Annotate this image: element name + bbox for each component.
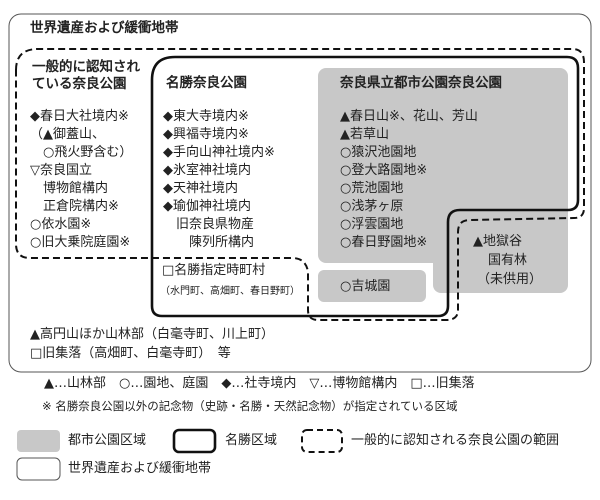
- list-item: ◆手向山神社境内※: [163, 145, 275, 160]
- yoshikien-label: ○吉城園: [340, 279, 391, 294]
- city-park-item-list: ▲春日山※、花山、芳山 ▲若草山 ○猿沢池園地 ○登大路園地※ ○荒池園地 ○浅茅ヶ原 ○浮…: [340, 108, 478, 252]
- legend-label-city-park: 都市公園区域: [68, 433, 147, 448]
- legend-label-world-heritage: 世界遺産および緩衝地帯: [68, 461, 212, 476]
- meisho-boundary: [150, 55, 580, 318]
- list-item: ◆氷室神社境内: [163, 163, 251, 178]
- list-item: ○浅茅ヶ原: [340, 199, 404, 214]
- list-item: ○荒池園地: [340, 181, 404, 196]
- list-item: ○浮雲園地: [340, 217, 404, 232]
- list-item: ○旧大乗院庭園※: [30, 235, 131, 250]
- left-heading-line-2: ている奈良公園: [32, 76, 127, 92]
- yoshikien-area: [318, 270, 426, 302]
- jigokudani-line-2: 国有林: [488, 253, 528, 268]
- legend-swatch-general: [301, 429, 343, 453]
- list-item: ◆天神社境内: [163, 181, 238, 196]
- general-nara-park-boundary: [15, 48, 585, 321]
- list-item: 旧奈良県物産: [163, 217, 255, 232]
- meisho-village: □名勝指定時町村: [162, 263, 266, 278]
- list-item: ○猿沢池園地: [340, 145, 417, 160]
- list-item: ○依水園※: [30, 217, 92, 232]
- legend-swatch-world-heritage: [16, 457, 61, 481]
- footnote: ※ 名勝奈良公園以外の記念物（史跡・名勝・天然記念物）が指定されている区域: [42, 399, 458, 413]
- meisho-village-detail: （水門町、高畑町、春日野町）: [160, 286, 300, 297]
- list-item: ▲春日山※、花山、芳山: [340, 109, 478, 124]
- list-item: ○春日野園地※: [340, 235, 428, 250]
- list-item: 博物館構内: [30, 181, 109, 196]
- left-item-list: ◆春日大社境内※ （▲御蓋山、 ○飛火野含む） ▽奈良国立 博物館構内 正倉院構内※…: [30, 108, 132, 252]
- list-item: ▲若草山: [340, 127, 389, 142]
- jigokudani-line-3: （未供用）: [477, 272, 543, 287]
- list-item: ▽奈良国立: [30, 163, 92, 178]
- city-park-area-east: [433, 240, 568, 293]
- outer-item-1: ▲高円山ほか山林部（白毫寺町、川上町）: [30, 327, 274, 342]
- legend-swatch-meisho: [172, 428, 217, 454]
- meisho-heading: 名勝奈良公園: [166, 75, 247, 91]
- legend-swatch-city-park: [17, 430, 60, 452]
- legend-label-meisho: 名勝区域: [225, 433, 278, 448]
- list-item: （▲御蓋山、: [30, 127, 105, 142]
- list-item: ◆瑜伽神社境内: [163, 199, 251, 214]
- left-heading-line-1: 一般的に認知され: [32, 59, 140, 75]
- list-item: 陳列所構内: [163, 235, 255, 250]
- outer-item-2: □旧集落（高畑町、白毫寺町） 等: [30, 346, 231, 361]
- list-item: 正倉院構内※: [30, 199, 119, 214]
- city-park-heading: 奈良県立都市公園奈良公園: [340, 75, 502, 91]
- jigokudani-line-1: ▲地獄谷: [473, 234, 522, 249]
- symbol-key: ▲…山林部 ○…園地、庭園 ◆…社寺境内 ▽…博物館構内 □…旧集落: [44, 376, 475, 391]
- list-item: ○飛火野含む）: [30, 145, 133, 160]
- list-item: ◆春日大社境内※: [30, 109, 129, 124]
- city-park-area: [318, 68, 568, 263]
- meisho-item-list: ◆東大寺境内※ ◆興福寺境内※ ◆手向山神社境内※ ◆氷室神社境内 ◆天神社境内 ◆瑜伽神…: [163, 108, 275, 252]
- list-item: ◆東大寺境内※: [163, 109, 249, 124]
- list-item: ◆興福寺境内※: [163, 127, 249, 142]
- world-heritage-boundary: [8, 13, 592, 373]
- legend-label-general: 一般的に認知される奈良公園の範囲: [351, 433, 560, 448]
- diagram-title: 世界遺産および緩衝地帯: [30, 20, 179, 36]
- list-item: ○登大路園地※: [340, 163, 428, 178]
